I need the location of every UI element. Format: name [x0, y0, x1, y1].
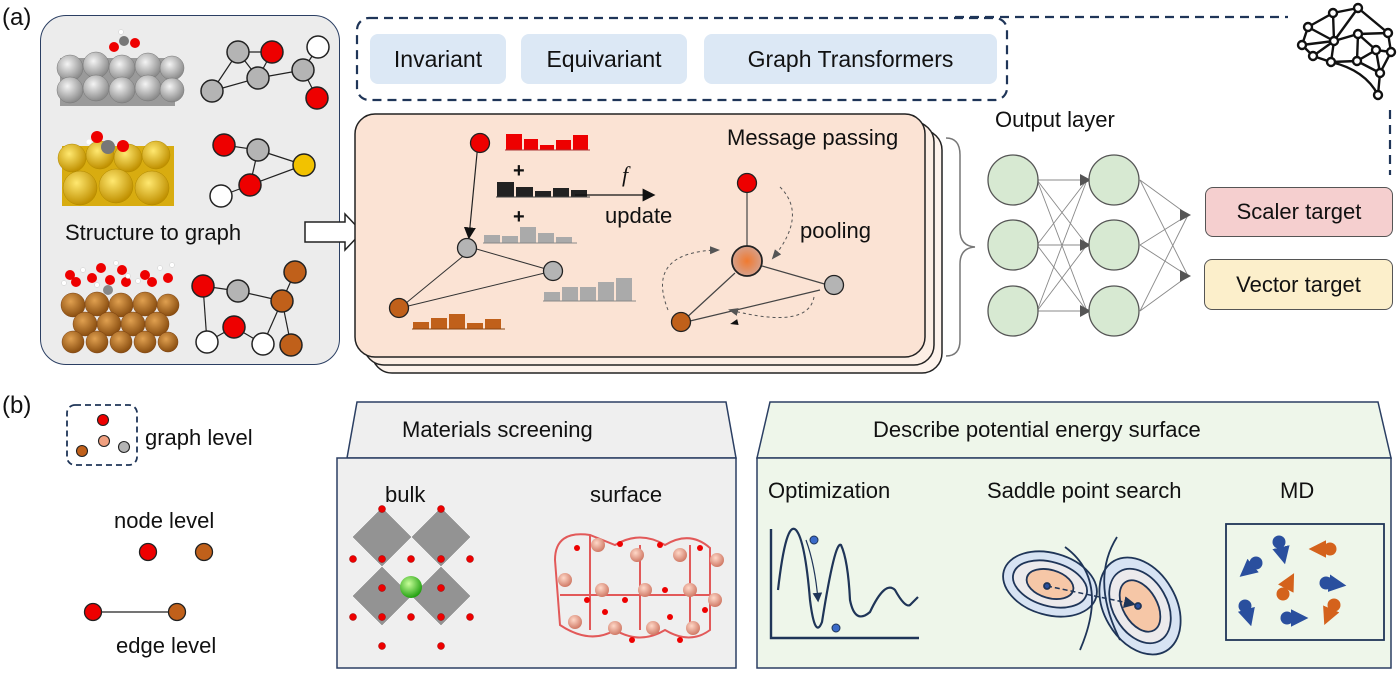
materials-screening-title: Materials screening: [402, 417, 593, 442]
mp-input-graph: [388, 132, 564, 319]
optimization-energy-curve: [769, 527, 919, 640]
saddle-point-contour-plot: [1002, 536, 1182, 656]
platinum-slab-image: [56, 29, 185, 106]
md-label: MD: [1280, 478, 1315, 503]
mp-card-front: [354, 113, 926, 358]
mp-pooled-graph: [662, 172, 845, 333]
graph-2: [209, 133, 316, 208]
neural-network-brain-icon: [1296, 2, 1397, 101]
brace: [945, 137, 976, 357]
black-feature-histogram: [496, 182, 590, 198]
saddle-point-label: Saddle point search: [987, 478, 1182, 503]
gray-feature-histogram-2: [543, 278, 636, 302]
scaler-target-box: Scaler target: [1205, 187, 1393, 237]
node-level-icon: [138, 542, 214, 562]
bulk-perovskite-structure: [349, 505, 474, 650]
node-level-label: node level: [114, 508, 215, 533]
gray-feature-histogram-1: [483, 227, 577, 244]
copper-slab-image: [60, 260, 180, 354]
graph-level-icon: [66, 404, 138, 466]
chip-invariant: Invariant: [370, 34, 506, 84]
red-feature-histogram: [505, 134, 590, 151]
orange-feature-histogram: [412, 314, 505, 330]
plus-sign-2: +: [513, 206, 525, 228]
bulk-label: bulk: [385, 482, 426, 507]
model-types-box: [355, 16, 1009, 102]
pes-title: Describe potential energy surface: [873, 417, 1201, 442]
graph-1: [200, 35, 330, 110]
md-particles-box: [1225, 523, 1385, 641]
vector-target-box: Vector target: [1204, 259, 1393, 310]
output-layer-label: Output layer: [995, 107, 1115, 132]
surface-structure: [553, 533, 724, 643]
panel-a-label: (a): [2, 4, 32, 31]
surface-label: surface: [590, 482, 663, 507]
pooling-label: pooling: [800, 218, 871, 243]
edge-level-label: edge level: [116, 633, 217, 658]
structure-to-graph-label: Structure to graph: [65, 220, 242, 245]
function-symbol: f: [622, 162, 629, 187]
structure-to-graph-arrow: [304, 212, 364, 252]
optimization-label: Optimization: [768, 478, 891, 503]
panel-b-label: (b): [2, 392, 32, 419]
graph-3: [191, 260, 307, 357]
chip-equivariant: Equivariant: [521, 34, 687, 84]
chip-graph-transformers: Graph Transformers: [704, 34, 997, 84]
output-layer-network: [987, 154, 1191, 337]
update-label: update: [605, 203, 673, 228]
message-passing-title: Message passing: [727, 125, 899, 150]
graph-level-label: graph level: [145, 425, 253, 450]
edge-level-icon: [83, 602, 187, 622]
plus-sign-1: +: [513, 160, 525, 182]
gold-slab-image: [57, 131, 174, 206]
